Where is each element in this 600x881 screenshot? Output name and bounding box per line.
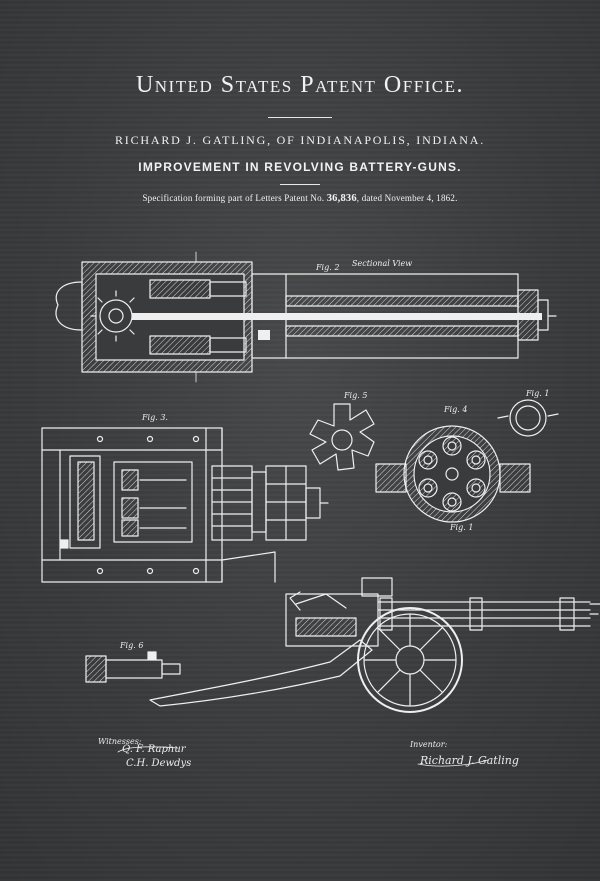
- inventor-signature: Richard J. Gatling: [420, 754, 519, 767]
- improvement-divider: [280, 184, 320, 185]
- inventor-line: RICHARD J. GATLING, OF INDIANAPOLIS, IND…: [115, 133, 485, 147]
- fig5-label: Fig. 5: [343, 391, 367, 400]
- fig4-label: Fig. 4: [443, 405, 467, 414]
- fig6-cartridge: [85, 651, 181, 683]
- fig2-view-label: Sectional View: [352, 259, 412, 268]
- inventor-label: Inventor:: [410, 740, 448, 749]
- inventor-signature-flourish: [417, 759, 489, 767]
- improvement-title: IMPROVEMENT IN REVOLVING BATTERY-GUNS.: [138, 160, 462, 174]
- title-divider: [268, 117, 332, 118]
- fig2-label: Fig. 2: [315, 263, 339, 272]
- patent-office-title: United States Patent Office.: [135, 72, 465, 98]
- spec-prefix: Specification forming part of Letters Pa…: [142, 193, 325, 203]
- fig3-label: Fig. 3.: [141, 413, 168, 422]
- fig2-sectional-view: [55, 251, 557, 383]
- fig4-barrel-section: [375, 425, 531, 523]
- fig1-ring-detail: [497, 399, 559, 437]
- fig1-label-under-fig4: Fig. 1: [449, 523, 473, 532]
- witness-1-signature: Q. F. Raphur: [122, 744, 186, 755]
- fig1-gun-on-carriage: [149, 577, 600, 713]
- fig3-plan-view: [41, 427, 329, 583]
- spec-suffix: , dated November 4, 1862.: [356, 193, 458, 203]
- fig6-label: Fig. 6: [119, 641, 143, 650]
- witness-signature-flourish: [117, 746, 179, 753]
- specification-line: Specification forming part of Letters Pa…: [0, 193, 600, 204]
- fig1-label: Fig. 1: [525, 389, 549, 398]
- witnesses-label: Witnesses:: [98, 737, 142, 746]
- witness-2-signature: C.H. Dewdys: [126, 758, 192, 769]
- patent-number: 36,836: [326, 193, 357, 204]
- fig5-star-wheel: [309, 403, 375, 471]
